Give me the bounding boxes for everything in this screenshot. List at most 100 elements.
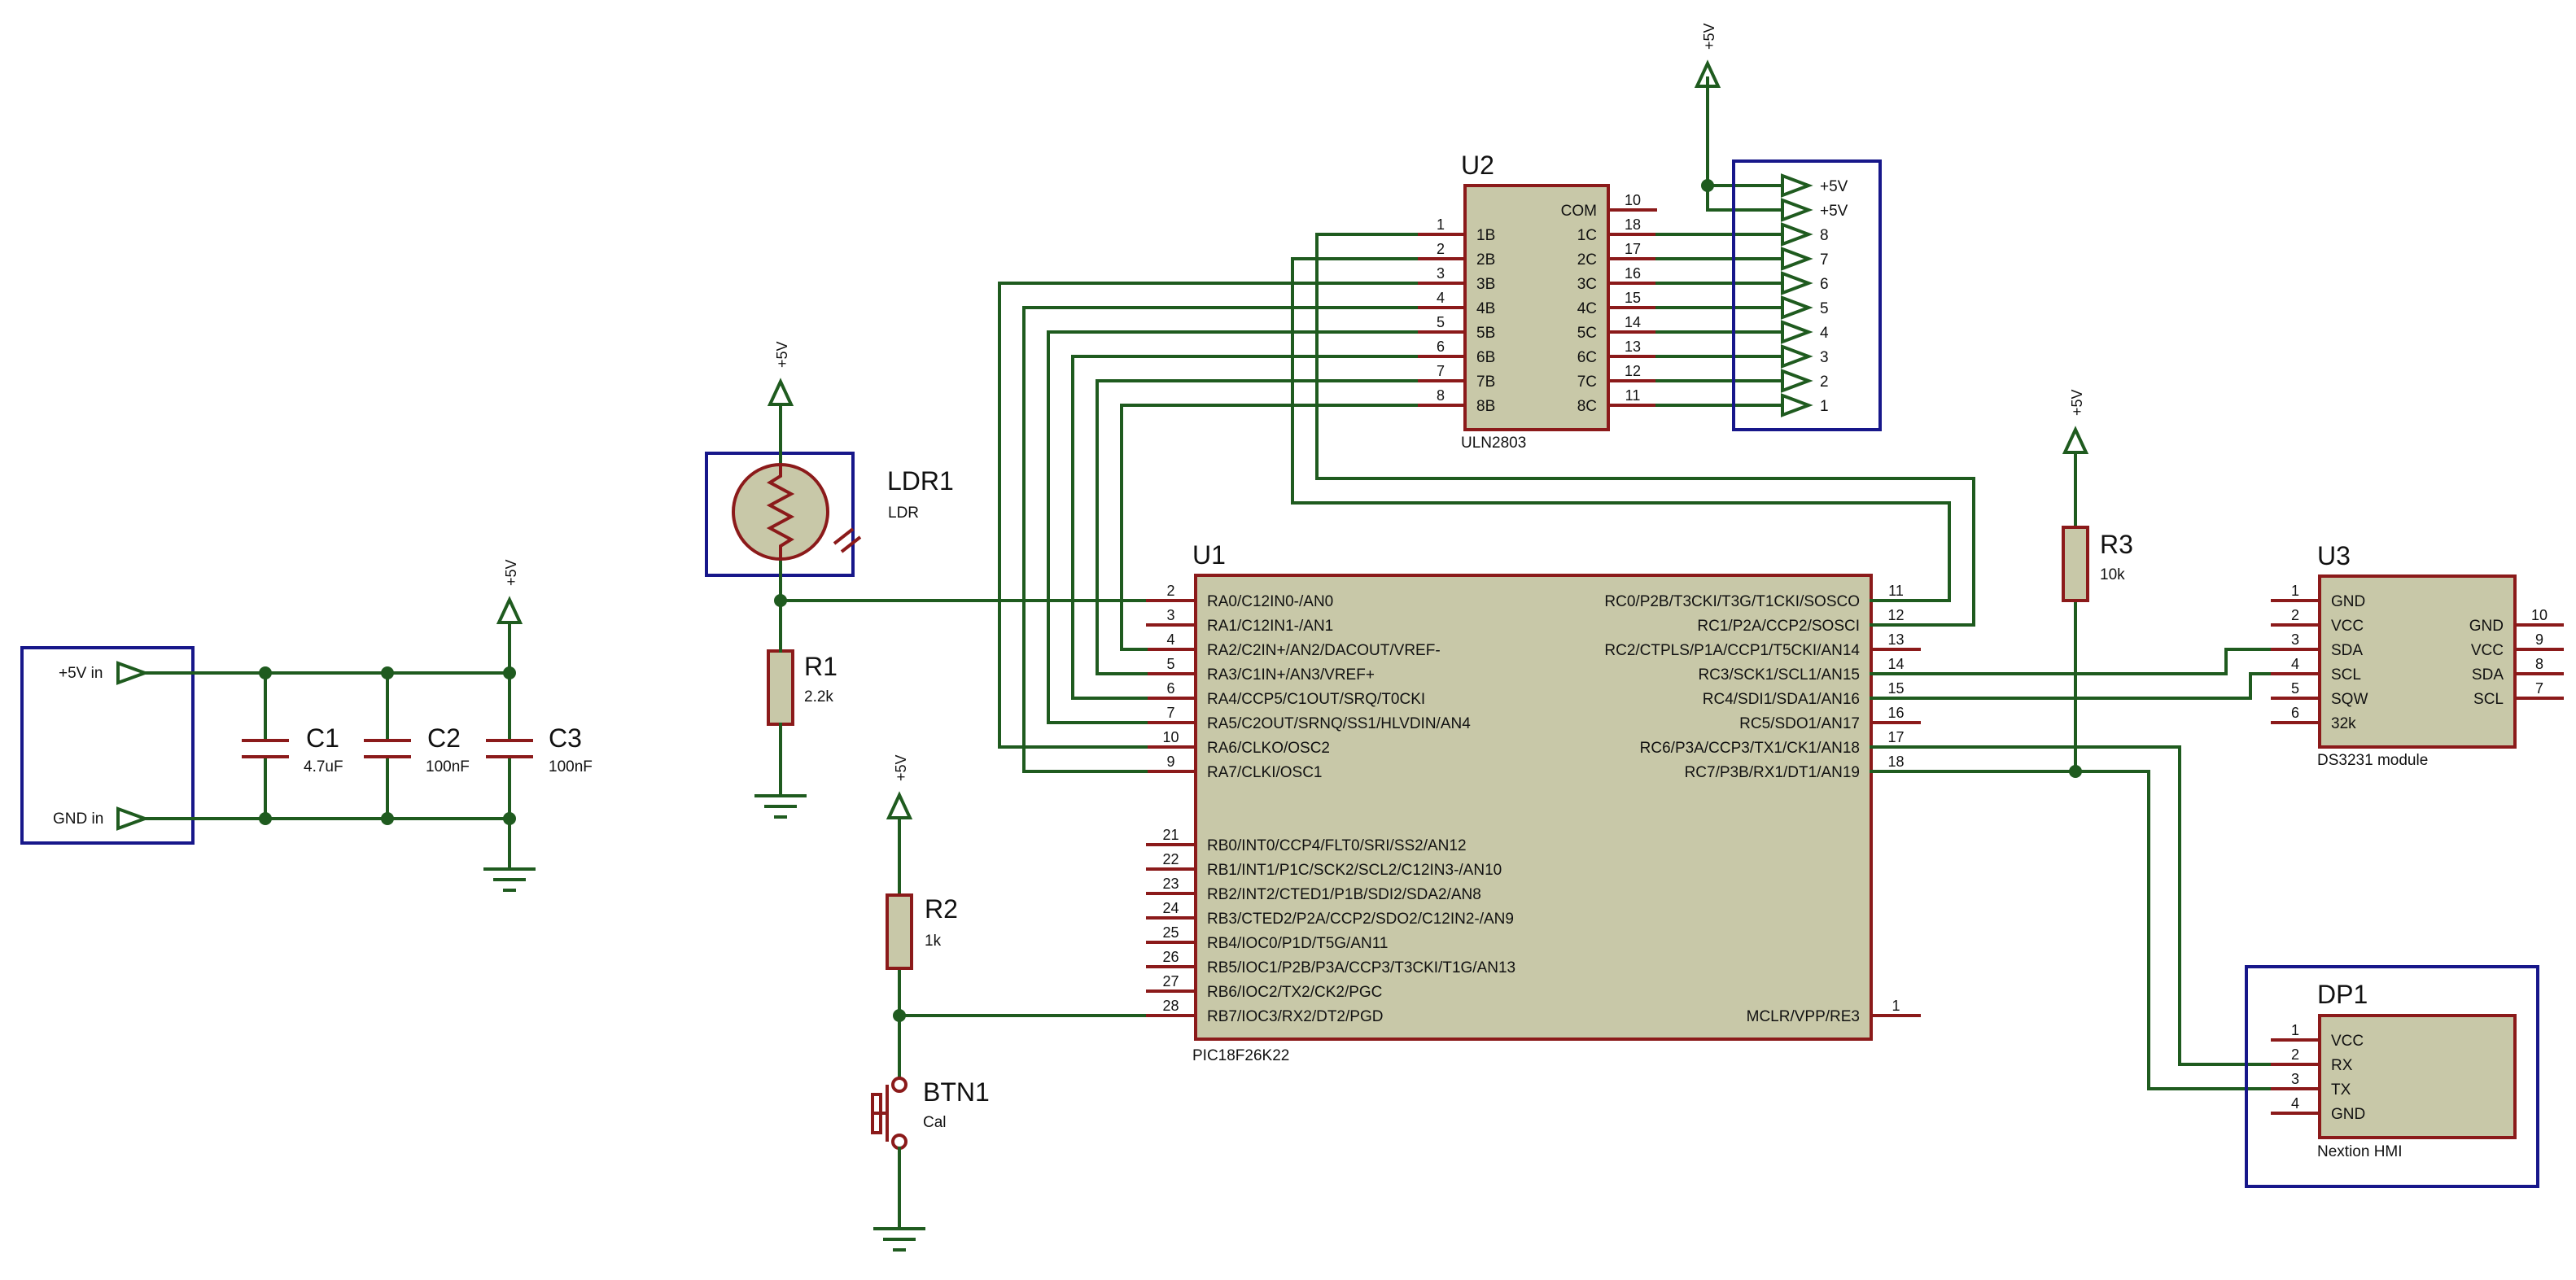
dp1-part: Nextion HMI (2317, 1143, 2403, 1160)
u2-pin-number: 15 (1625, 290, 1641, 306)
gnd-in-terminal (116, 806, 150, 831)
output-connector-pin-label: 8 (1820, 227, 1829, 244)
u3-pin-number: 6 (2291, 705, 2299, 721)
power-input-box (20, 646, 195, 845)
u3-pin-number: 3 (2291, 631, 2299, 648)
u3-pin-label: GND (2331, 593, 2365, 610)
uln-power-label: +5V (1701, 23, 1717, 50)
dp1-pin-number: 3 (2291, 1071, 2299, 1087)
u3-pin-label: SDA (2472, 666, 2504, 684)
u2-pin-number: 1 (1437, 216, 1445, 233)
u1-pin-label: RB0/INT0/CCP4/FLT0/SRI/SS2/AN12 (1207, 837, 1467, 854)
output-connector-pin-label: 1 (1820, 398, 1829, 415)
dp1-pin-label: RX (2331, 1057, 2353, 1074)
u1-body (1194, 574, 1873, 1041)
u3-pin-number: 5 (2291, 680, 2299, 697)
r3-value: 10k (2100, 566, 2125, 583)
u2-pin-label: 4B (1476, 300, 1495, 317)
c1-ref: C1 (306, 723, 339, 753)
u1-pin-number: 15 (1887, 680, 1904, 697)
module-u3: U3 DS3231 module 1GND2VCC3SDA4SCL5SQW632… (2271, 541, 2564, 769)
u2-pin-number: 10 (1625, 192, 1641, 208)
c1-value: 4.7uF (304, 758, 343, 775)
resistor-r1: R1 2.2k (754, 599, 838, 819)
u1-pin-label: MCLR/VPP/RE3 (1747, 1008, 1860, 1025)
capacitor-c3: C3 100nF (486, 671, 593, 820)
u1-pin-number: 13 (1887, 631, 1904, 648)
dp1-pin-number: 2 (2291, 1046, 2299, 1063)
u3-pin-label: 32k (2331, 715, 2356, 732)
u2-pin-number: 4 (1437, 290, 1445, 306)
u3-pin-number: 10 (2531, 607, 2548, 623)
button-btn1[interactable]: BTN1 Cal (871, 1077, 990, 1252)
u2-ref: U2 (1461, 151, 1494, 180)
u2-pin-number: 6 (1437, 339, 1445, 355)
u2-pin-7: 77B (1416, 363, 1495, 391)
u2-pin-number: 3 (1437, 265, 1445, 282)
u2-pin-label: 1B (1476, 227, 1495, 244)
u3-pin-label: SQW (2331, 691, 2368, 708)
ground-symbol-c3 (483, 867, 536, 892)
u2-pin-number: 16 (1625, 265, 1641, 282)
u2-body (1463, 184, 1610, 431)
u1-pin-label: RB5/IOC1/P2B/P3A/CCP3/T3CKI/T1G/AN13 (1207, 959, 1515, 976)
u1-pin-number: 12 (1887, 607, 1904, 623)
u1-part: PIC18F26K22 (1192, 1047, 1289, 1064)
output-connector-pin-label: 6 (1820, 276, 1829, 293)
u1-pin-label: RB3/CTED2/P2A/CCP2/SDO2/C12IN2-/AN9 (1207, 911, 1514, 928)
u1-pin-label: RB2/INT2/CTED1/P1B/SDI2/SDA2/AN8 (1207, 886, 1481, 903)
power-label: +5V (503, 559, 519, 586)
u2-pin-label: 3C (1577, 276, 1597, 293)
u2-pin-number: 5 (1437, 314, 1445, 330)
u2-pin-label: 5C (1577, 325, 1597, 342)
u1-pin-number: 7 (1166, 705, 1174, 721)
u1-pin-number: 10 (1162, 729, 1179, 745)
dp1-outline (2245, 965, 2539, 1188)
u2-pin-label: COM (1561, 203, 1597, 220)
u2-pin-number: 11 (1625, 387, 1641, 404)
gnd-in-label: GND in (53, 810, 103, 828)
u1-pin-label: RC7/P3B/RX1/DT1/AN19 (1685, 764, 1860, 781)
u3-pin-label: VCC (2471, 642, 2504, 659)
u3-pin-number: 9 (2535, 631, 2543, 648)
ldr1: +5V LDR1 LDR (705, 341, 954, 602)
wire-vcc-rail (143, 621, 511, 675)
power-input-connector: +5V in GND in (20, 646, 195, 845)
dp1-pin-3: 3TX (2271, 1071, 2351, 1099)
u1-pin-label: RB1/INT1/P1C/SCK2/SCL2/C12IN3-/AN10 (1207, 862, 1502, 879)
u3-pin-number: 1 (2291, 583, 2299, 599)
u2-pin-number: 13 (1625, 339, 1641, 355)
output-connector-pin-label: 3 (1820, 349, 1829, 366)
u1-pin-number: 9 (1166, 754, 1174, 770)
ic-u1: U1 PIC18F26K22 2RA0/C12IN0-/AN03RA1/C12I… (1146, 540, 1921, 1064)
u2-pin-number: 14 (1625, 314, 1641, 330)
u2-pin-4: 4 4B (1416, 290, 1495, 317)
dp1-body (2318, 1014, 2517, 1139)
u1-pin-label: RC0/P2B/T3CKI/T3G/T1CKI/SOSCO (1604, 593, 1860, 610)
u3-pin-label: SCL (2331, 666, 2361, 684)
dp1-pin-label: TX (2331, 1081, 2351, 1099)
u1-pin-label: RB6/IOC2/TX2/CK2/PGC (1207, 984, 1382, 1001)
u1-pin-number: 11 (1888, 583, 1904, 599)
